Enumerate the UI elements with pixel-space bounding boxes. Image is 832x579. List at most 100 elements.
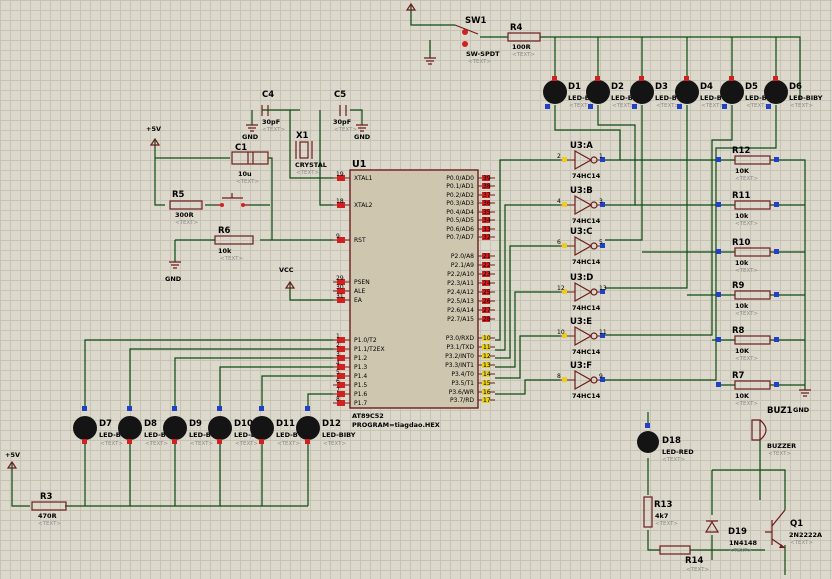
pin-number: 30	[336, 284, 344, 291]
component-ref: R12	[732, 146, 750, 156]
pin-name: P1.6	[354, 391, 367, 398]
text-placeholder: <TEXT>	[334, 127, 357, 133]
component-value: 2N2222A	[789, 531, 822, 539]
ground-label: GND	[242, 133, 259, 141]
component-value: LED-B	[234, 431, 256, 439]
component-ref: R6	[218, 226, 231, 236]
component-ref: Q1	[790, 519, 803, 529]
pin-number: 11	[599, 329, 607, 336]
capacitor-c4[interactable]: C4 30pF <TEXT>	[261, 90, 285, 133]
led-d18[interactable]: D18 LED-RED <TEXT>	[637, 423, 694, 463]
microcontroller-u1[interactable]: U1 AT89C52 PROGRAM=tiagdao.HEX 19XTAL118…	[333, 159, 495, 429]
component-ref: R3	[40, 492, 53, 502]
component-value: 10k	[218, 247, 232, 255]
pin-number: 16	[483, 389, 491, 396]
capacitor-c1[interactable]: C1 10u <TEXT>	[231, 143, 269, 185]
text-placeholder: <TEXT>	[790, 103, 813, 109]
power-label: +5V	[5, 451, 20, 459]
pin-number: 36	[483, 200, 491, 207]
chip-program: PROGRAM=tiagdao.HEX	[352, 421, 440, 429]
resistor-r4[interactable]: R4 100R <TEXT>	[507, 23, 541, 58]
u1-pin-right: 35 P0.4/AD4	[446, 209, 495, 216]
u1-pin-left: 4P1.3	[333, 360, 367, 371]
pin-name: P1.4	[354, 373, 367, 380]
resistor-r14[interactable]: R14 <TEXT>	[659, 545, 709, 573]
crystal-x1[interactable]: X1 CRYSTAL <TEXT>	[295, 131, 327, 176]
text-placeholder: <TEXT>	[220, 256, 243, 262]
pin-number: 5	[599, 239, 603, 246]
transistor-q1[interactable]: Q1 2N2222A <TEXT>	[765, 509, 822, 549]
pin-number: 35	[483, 209, 491, 216]
switch-sw1[interactable]: SW1 SW-SPDT <TEXT>	[454, 16, 500, 65]
component-ref: D11	[276, 419, 295, 429]
pin-name: P0.5/AD5	[446, 217, 474, 224]
u1-pin-left: 5P1.4	[333, 369, 367, 380]
pin-name: EA	[354, 297, 363, 304]
resistor-r13[interactable]: R13 4k7 <TEXT>	[643, 496, 678, 528]
diode-d19[interactable]: D19 1N4148 <TEXT>	[704, 520, 758, 554]
capacitor-c5[interactable]: C5 30pF <TEXT>	[333, 90, 357, 133]
pin-number: 7	[336, 387, 340, 394]
pin-number: 9	[336, 233, 340, 240]
text-placeholder: <TEXT>	[38, 521, 61, 527]
pin-number: 10	[557, 329, 565, 336]
resistor-r5[interactable]: R5 300R <TEXT>	[169, 190, 203, 226]
pin-name: P1.0/T2	[354, 337, 377, 344]
text-placeholder: <TEXT>	[323, 441, 346, 447]
pushbutton[interactable]	[215, 193, 250, 207]
component-value: LED-B	[189, 431, 211, 439]
ground-icon: GND	[165, 261, 182, 283]
gate-ref: U3:F	[570, 361, 592, 371]
pin-name: P1.3	[354, 364, 367, 371]
pin-number: 24	[483, 280, 491, 287]
resistor-r6[interactable]: R6 10k <TEXT>	[214, 226, 254, 262]
resistor-r3[interactable]: R3 470R <TEXT>	[31, 492, 67, 527]
power-terminal-icon: +5V	[5, 451, 20, 469]
pin-number: 14	[483, 371, 491, 378]
pin-name: XTAL2	[354, 202, 373, 209]
pin-number: 32	[483, 234, 491, 241]
component-ref: D10	[234, 419, 253, 429]
component-ref: D2	[611, 82, 624, 92]
pin-name: P3.7/RD	[450, 397, 474, 404]
buzzer-buz1[interactable]: BUZ1 BUZZER <TEXT>	[751, 406, 796, 457]
ground-icon: GND	[354, 124, 371, 141]
ground-icon: GND	[793, 389, 811, 414]
pin-name: P0.4/AD4	[446, 209, 474, 216]
pin-number: 23	[483, 271, 491, 278]
pin-number: 1	[336, 333, 340, 340]
